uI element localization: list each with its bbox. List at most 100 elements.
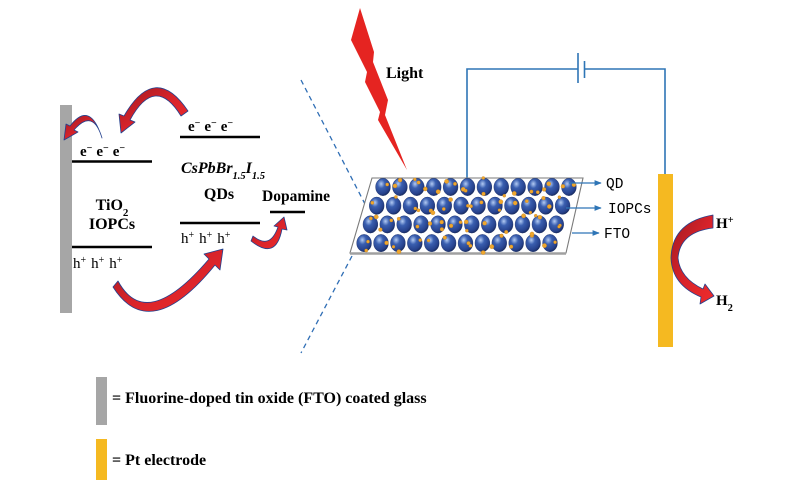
perovskite-quantum-dot — [397, 177, 403, 183]
perovskite-quantum-dot — [546, 181, 551, 187]
perovskite-quantum-dot — [542, 187, 547, 192]
perovskite-quantum-dot — [468, 243, 473, 248]
iopc-sphere — [386, 196, 402, 215]
electron-charge: − — [103, 143, 109, 154]
tio2-iopcs-label: IOPCs — [89, 216, 135, 233]
perovskite-quantum-dot — [394, 195, 398, 199]
circuit-wire-right — [584, 68, 666, 174]
iopc-sphere — [508, 234, 524, 253]
iopc-sphere — [396, 215, 412, 234]
perovskite-quantum-dot — [481, 176, 485, 180]
legend-label-pt: = Pt electrode — [112, 452, 206, 469]
hole-transfer-arrow-tio2-to-qd — [112, 248, 224, 312]
perovskite-quantum-dot — [466, 241, 471, 246]
hole-transfer-arrow-qd-to-dopamine — [250, 216, 288, 250]
iopc-sphere — [521, 196, 537, 215]
perovskite-quantum-dot — [504, 230, 509, 234]
fto-layer-label: FTO — [604, 227, 630, 243]
perovskite-quantum-dot — [384, 240, 389, 246]
perovskite-quantum-dot — [521, 213, 526, 219]
perovskite-quantum-dot — [481, 250, 486, 255]
hole-charge: + — [99, 255, 105, 266]
perovskite-quantum-dot — [557, 195, 562, 199]
hydrogen-evolution-arrow — [670, 214, 715, 305]
perovskite-quantum-dot — [529, 189, 534, 194]
iopc-sphere — [464, 215, 480, 234]
qd-layer-label: QD — [606, 177, 623, 193]
iopc-sphere — [470, 196, 486, 215]
perovskite-quantum-dot — [497, 208, 502, 212]
perovskite-quantum-dot — [378, 227, 383, 232]
perovskite-quantum-dot — [439, 220, 444, 225]
iopc-sphere — [457, 234, 474, 253]
perovskite-quantum-dot — [415, 224, 420, 229]
zoom-guide-line-lower — [300, 255, 353, 354]
pt-electrode-bar — [658, 174, 673, 347]
perovskite-quantum-dot — [469, 204, 473, 209]
perovskite-quantum-dot — [416, 208, 421, 213]
perovskite-quantum-dot — [444, 179, 449, 184]
iopc-sphere — [424, 234, 440, 253]
formula-part-1: CsPbBr — [181, 160, 233, 177]
perovskite-quantum-dot — [535, 190, 540, 195]
legend: = Fluorine-doped tin oxide (FTO) coated … — [96, 377, 427, 480]
proton-charge: + — [728, 215, 734, 226]
iopc-sphere — [504, 196, 520, 215]
perovskite-quantum-dot — [499, 233, 504, 238]
hydrogen-subscript: 2 — [728, 303, 733, 314]
perovskite-quantum-dot — [441, 207, 446, 211]
perovskite-quantum-dot — [512, 200, 518, 206]
iopc-sphere — [538, 196, 554, 215]
iopc-sphere — [402, 196, 419, 215]
photoelectrochemical-cell: Light QD IOPCs FTO H+ H2 — [349, 8, 734, 347]
electron-charge: − — [87, 143, 93, 154]
perovskite-quantum-dot — [430, 210, 436, 216]
perovskite-quantum-dot — [448, 197, 453, 202]
perovskite-quantum-dot — [426, 238, 431, 243]
iopc-sphere — [362, 215, 379, 234]
light-label: Light — [386, 65, 424, 82]
perovskite-quantum-dot — [541, 196, 546, 201]
iopc-sphere — [481, 215, 497, 234]
fto-glass-bar — [60, 105, 72, 313]
hole-charge: + — [225, 230, 231, 241]
hole-symbol: h — [199, 231, 207, 247]
perovskite-quantum-dot — [498, 199, 504, 205]
iopc-sphere — [491, 234, 507, 253]
iopc-sphere — [369, 196, 385, 215]
hole-symbol: h — [91, 256, 99, 272]
qd-holes-label: h+h+h+ — [181, 230, 231, 248]
iopc-sphere — [527, 178, 543, 196]
electron-charge: − — [195, 118, 201, 129]
electron-symbol: e — [113, 144, 120, 160]
perovskite-quantum-dot — [537, 215, 543, 220]
hole-charge: + — [207, 230, 213, 241]
formula-part-2: I — [245, 160, 253, 177]
iopc-sphere — [542, 234, 558, 253]
iopc-sphere — [390, 234, 406, 253]
qds-label: QDs — [204, 186, 234, 203]
legend-label-fto: = Fluorine-doped tin oxide (FTO) coated … — [112, 390, 427, 407]
energy-level-diagram: e−e−e− TiO2 IOPCs h+h+h+ e−e−e− CsPbBr1.… — [60, 87, 330, 313]
perovskite-quantum-dot — [439, 227, 444, 232]
formula-sub-2: 1.5 — [252, 171, 265, 182]
perovskite-quantum-dot — [560, 184, 566, 189]
perovskite-quantum-dot — [423, 186, 428, 192]
perovskite-quantum-dot — [481, 191, 486, 196]
perovskite-quantum-dot — [373, 214, 379, 220]
tio2-electrons-label: e−e−e− — [80, 143, 125, 161]
hole-charge: + — [117, 255, 123, 266]
perovskite-quantum-dot — [489, 244, 495, 249]
electron-charge: − — [211, 118, 217, 129]
qd-electrons-label: e−e−e− — [188, 118, 233, 136]
perovskite-quantum-dot — [364, 248, 369, 253]
electron-symbol: e — [188, 119, 195, 135]
proton-label: H+ — [716, 215, 734, 233]
iopc-sphere — [375, 178, 391, 196]
electron-symbol: e — [204, 119, 211, 135]
perovskite-quantum-dot — [482, 221, 487, 226]
perovskite-quantum-dot — [413, 177, 417, 182]
perovskite-quantum-dot — [534, 214, 538, 218]
zoom-guide-line-upper — [300, 79, 367, 207]
perovskite-quantum-dot — [479, 200, 484, 205]
